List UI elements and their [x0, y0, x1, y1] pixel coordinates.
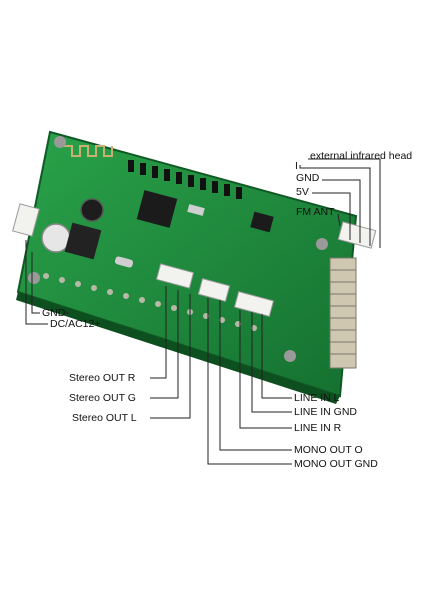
leader-stereo-out-r: [150, 286, 167, 379]
crystal-oscillator-2: [114, 256, 134, 268]
label-mono-out-gnd: MONO OUT GND: [294, 458, 378, 470]
label-line-in-l: LINE IN L: [294, 392, 340, 404]
leader-stereo-out-g: [150, 290, 179, 399]
label-gnd-minus: GND-: [42, 307, 69, 319]
ir-connector: [337, 221, 377, 249]
label-gnd-top: GND: [296, 172, 320, 184]
label-5v: 5V: [296, 186, 309, 198]
leader-stereo-out-l: [150, 294, 191, 419]
mounting-screw: [54, 136, 66, 148]
leader-lines: [25, 158, 381, 465]
label-dc-ac12: DC/AC12+: [50, 318, 101, 330]
leader-gnd-top: [322, 179, 361, 243]
label-line-in-gnd: LINE IN GND: [294, 406, 358, 418]
leader-line-in-r: [239, 310, 292, 429]
power-connector: [12, 203, 40, 237]
leader-line-in-gnd: [251, 312, 292, 413]
label-mono-out-o: MONO OUT O: [294, 444, 363, 456]
leader-fm-ant: [337, 213, 341, 227]
leader-gnd-minus: [31, 252, 40, 314]
leader-dc-ac12: [25, 240, 48, 325]
heatsink-block: [64, 222, 102, 260]
stereo-out-connector: [155, 263, 195, 289]
line-in-connector: [233, 291, 275, 317]
small-ic-chip: [250, 211, 274, 233]
top-pin-header: [128, 160, 242, 199]
electrolytic-capacitor: [80, 198, 104, 222]
antenna-trace: [64, 145, 113, 157]
label-stereo-out-r: Stereo OUT R: [69, 372, 136, 384]
mounting-screw: [28, 272, 40, 284]
leader-infrared-head: [308, 158, 381, 248]
leader-5v: [312, 192, 351, 240]
mounting-screw: [284, 350, 296, 362]
label-line-in-r: LINE IN R: [294, 422, 342, 434]
label-stereo-out-g: Stereo OUT G: [69, 392, 136, 404]
crystal-oscillator: [187, 204, 205, 216]
mounting-screw: [316, 238, 328, 250]
label-ir-pin: I: [295, 160, 298, 172]
leader-mono-out-gnd: [207, 298, 292, 465]
leader-mono-out-o: [219, 300, 292, 451]
leader-line-in-l: [261, 314, 292, 399]
mono-out-connector: [197, 278, 231, 302]
label-external-infrared-head: external infrared head: [310, 150, 413, 162]
label-stereo-out-l: Stereo OUT L: [72, 412, 137, 424]
leader-ir-pin: [299, 165, 371, 246]
right-pin-block: [329, 257, 357, 369]
label-fm-ant: FM ANT: [296, 206, 335, 218]
main-ic-chip: [136, 190, 178, 228]
